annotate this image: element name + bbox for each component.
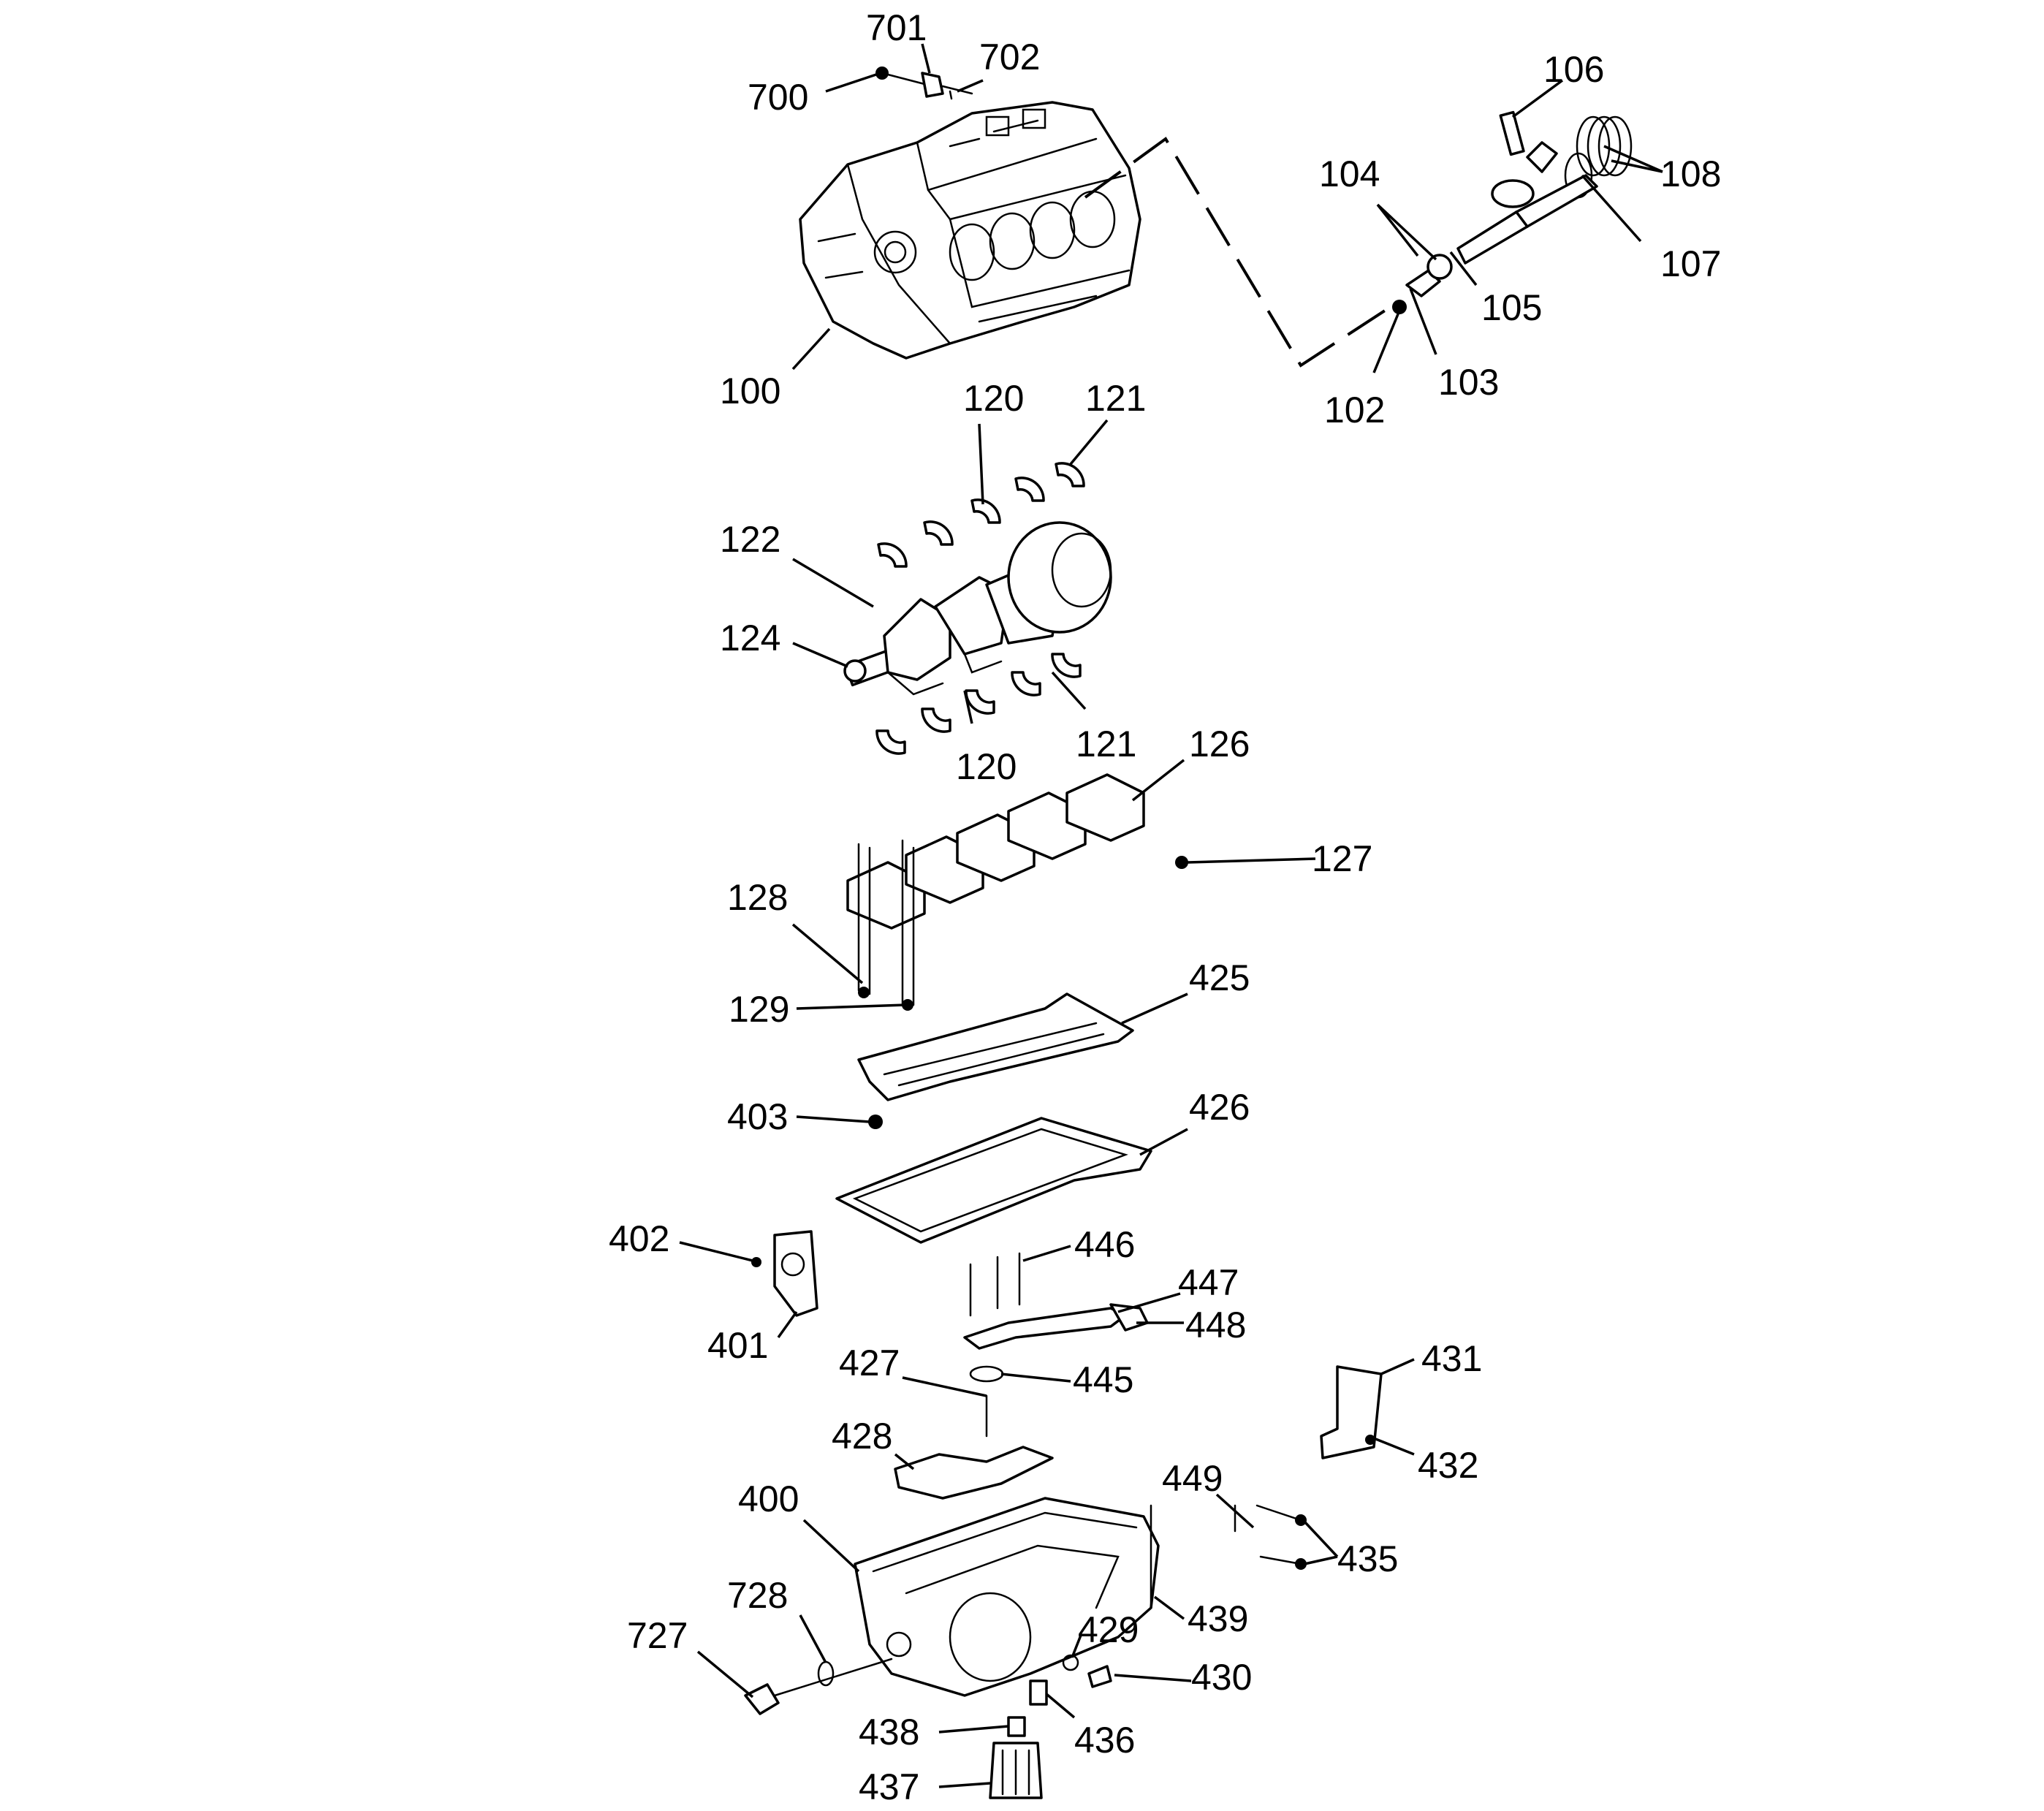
callout-728: 728 [727, 1575, 788, 1616]
callout-122: 122 [720, 519, 780, 560]
callout-429: 429 [1078, 1609, 1139, 1650]
callout-447: 447 [1178, 1262, 1239, 1303]
nut-403 [868, 1115, 883, 1129]
callout-431: 431 [1421, 1338, 1482, 1379]
callout-127: 127 [1312, 838, 1372, 879]
callout-435: 435 [1337, 1538, 1398, 1579]
oil-pan [854, 1497, 1160, 1697]
callout-403: 403 [727, 1096, 788, 1137]
callout-425: 425 [1189, 957, 1250, 998]
callout-426: 426 [1189, 1087, 1250, 1128]
callout-108: 108 [1660, 153, 1721, 194]
callout-121-upper: 121 [1085, 378, 1146, 419]
callout-702: 702 [979, 37, 1040, 77]
callout-446: 446 [1074, 1224, 1135, 1265]
callout-105: 105 [1481, 287, 1542, 328]
callout-437: 437 [859, 1766, 919, 1807]
callout-432: 432 [1418, 1445, 1478, 1486]
callout-124: 124 [720, 618, 780, 658]
main-cap-bolts [857, 839, 915, 1011]
oil-pan-gasket [835, 1117, 1152, 1244]
callout-700: 700 [748, 77, 808, 118]
callout-120-lower: 120 [956, 746, 1017, 787]
callout-128: 128 [727, 877, 788, 918]
callout-445: 445 [1073, 1359, 1133, 1400]
rear-cover-401 [751, 1230, 818, 1317]
callout-402: 402 [609, 1218, 669, 1259]
leader-lines [679, 43, 1663, 1788]
piston-rod-assembly [1392, 110, 1633, 314]
fitting-436 [1029, 1679, 1048, 1706]
callout-430: 430 [1191, 1657, 1252, 1698]
callout-427: 427 [839, 1343, 900, 1383]
callout-401: 401 [707, 1325, 768, 1366]
callout-100: 100 [720, 371, 780, 411]
engine-block [799, 101, 1141, 360]
callout-102: 102 [1324, 390, 1385, 430]
callout-439: 439 [1188, 1598, 1248, 1639]
bolt-430 [1087, 1665, 1112, 1688]
callout-436: 436 [1074, 1720, 1135, 1761]
lower-main-bearings [875, 653, 1082, 755]
knock-sensor-group [875, 67, 973, 100]
callout-103: 103 [1438, 362, 1499, 403]
oil-filter [989, 1716, 1043, 1799]
dipstick-tube [744, 1658, 893, 1715]
callout-121-lower: 121 [1076, 724, 1136, 764]
windage-tray [857, 992, 1134, 1101]
callout-126: 126 [1189, 724, 1250, 764]
callout-449: 449 [1162, 1458, 1223, 1499]
shield-431 [1320, 1365, 1383, 1459]
callout-428: 428 [832, 1416, 892, 1457]
callout-104: 104 [1319, 153, 1380, 194]
callout-107: 107 [1660, 243, 1721, 284]
main-bearing-caps [846, 773, 1188, 930]
callout-727: 727 [627, 1615, 688, 1656]
crankshaft [843, 521, 1112, 696]
oil-baffle-428 [894, 1394, 1054, 1500]
callout-400: 400 [738, 1478, 799, 1519]
callout-701: 701 [866, 7, 927, 48]
callout-120-upper: 120 [963, 378, 1024, 419]
callout-129: 129 [729, 989, 789, 1030]
callout-labels: 701 702 700 106 104 108 107 105 103 102 … [609, 7, 1721, 1807]
callout-438: 438 [859, 1712, 919, 1753]
washer-429 [1062, 1654, 1079, 1671]
callout-448: 448 [1185, 1305, 1246, 1345]
pan-bolts-435 [1234, 1504, 1307, 1570]
callout-106: 106 [1543, 49, 1604, 90]
